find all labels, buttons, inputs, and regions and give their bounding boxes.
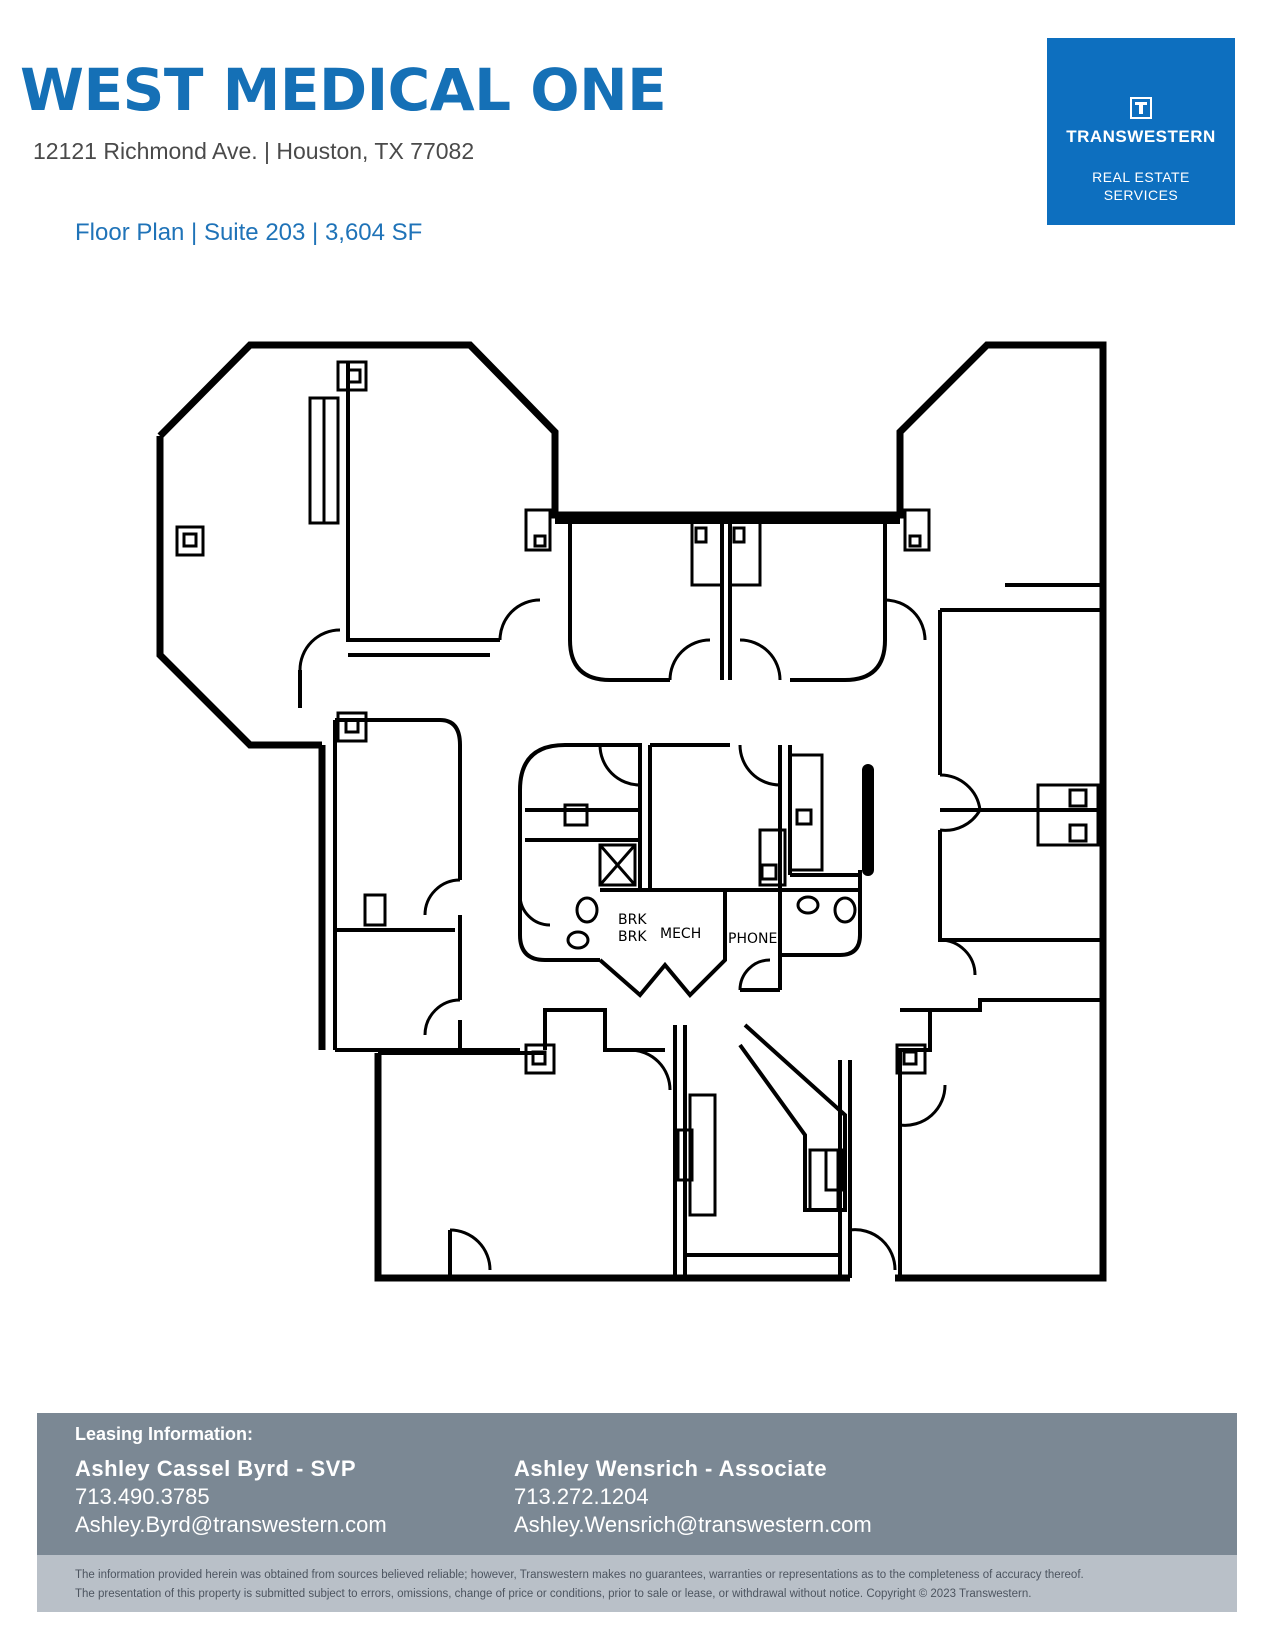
disclaimer-line-2: The presentation of this property is sub…: [75, 1588, 1032, 1600]
logo-tagline-line-1: REAL ESTATE: [1092, 169, 1190, 185]
room-label-phone: PHONE: [728, 931, 777, 947]
transwestern-t-icon: [1130, 97, 1152, 119]
room-label-brk-2: BRK: [618, 929, 647, 945]
disclaimer-panel: The information provided herein was obta…: [37, 1555, 1237, 1612]
leasing-label: Leasing Information:: [75, 1424, 254, 1444]
room-label-brk-1: BRK: [618, 912, 647, 928]
transwestern-logo: TRANSWESTERN REAL ESTATE SERVICES: [1047, 38, 1235, 225]
floor-plan-drawing: BRK BRK MECH PHONE: [156, 341, 1107, 1282]
room-label-mech: MECH: [660, 926, 701, 942]
disclaimer-line-1: The information provided herein was obta…: [75, 1569, 1084, 1581]
logo-name: TRANSWESTERN: [1066, 127, 1216, 146]
agent-card-1: Ashley Cassel Byrd - SVP 713.490.3785 As…: [75, 1455, 387, 1539]
columns-and-fixtures: [175, 360, 1100, 1217]
agent-name: Ashley Cassel Byrd - SVP: [75, 1456, 357, 1481]
logo-tagline-line-2: SERVICES: [1103, 187, 1179, 203]
logo-tagline: REAL ESTATE SERVICES: [1047, 168, 1235, 204]
page-title: WEST MEDICAL ONE: [20, 56, 667, 124]
agent-name: Ashley Wensrich - Associate: [514, 1456, 828, 1481]
floor-plan-subtitle: Floor Plan | Suite 203 | 3,604 SF: [75, 219, 423, 246]
agent-email[interactable]: Ashley.Byrd@transwestern.com: [75, 1512, 387, 1537]
property-address: 12121 Richmond Ave. | Houston, TX 77082: [33, 138, 475, 164]
outer-walls: [156, 341, 1107, 1282]
agent-phone[interactable]: 713.490.3785: [75, 1484, 210, 1509]
interior-walls: [298, 362, 1100, 1278]
agent-email[interactable]: Ashley.Wensrich@transwestern.com: [514, 1512, 872, 1537]
leasing-information-panel: Leasing Information: Ashley Cassel Byrd …: [37, 1413, 1237, 1555]
agent-phone[interactable]: 713.272.1204: [514, 1484, 649, 1509]
door-swings: [298, 598, 982, 1271]
agent-card-2: Ashley Wensrich - Associate 713.272.1204…: [514, 1455, 872, 1539]
